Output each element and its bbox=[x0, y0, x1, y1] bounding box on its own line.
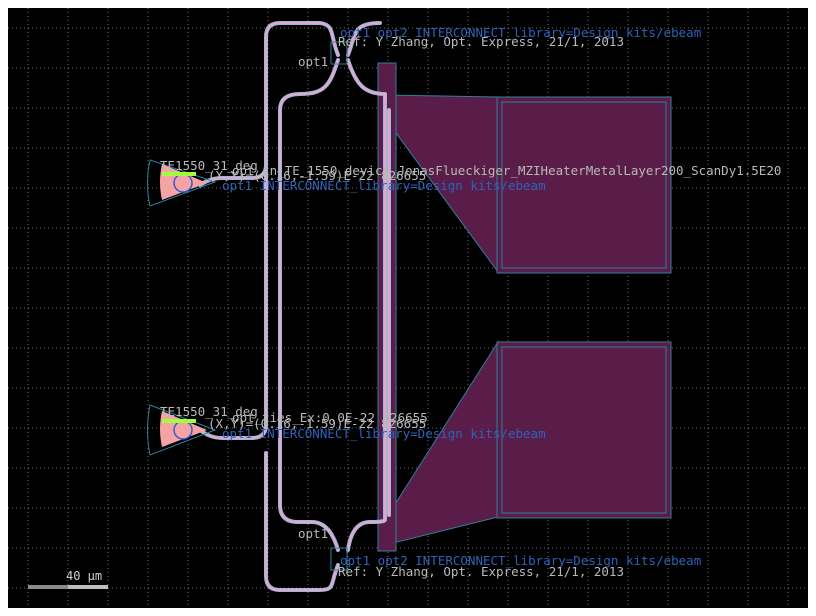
bottom-port-label: opt1 bbox=[298, 526, 328, 541]
gc-top-overlay: opt_in_TE_1550_device_JonasFlueckiger_MZ… bbox=[232, 163, 781, 178]
scale-bar-half bbox=[28, 585, 68, 589]
grating-coupler-marker bbox=[162, 419, 196, 423]
y-branch-cells bbox=[330, 41, 348, 571]
gc-bottom-lib: opt1 INTERCONNECT_library=Design kits/eb… bbox=[222, 426, 546, 441]
metal-pad-bottom[interactable] bbox=[496, 341, 672, 519]
gc-bottom-overlay: opt_ties_Ex:0.0E-22 826655 bbox=[232, 410, 428, 425]
top-ref-label: Ref: Y Zhang, Opt. Express, 21/1, 2013 bbox=[338, 34, 624, 49]
metal-pad-top-inner bbox=[501, 101, 667, 269]
waveguide-heater-arm[interactable] bbox=[347, 104, 386, 551]
y-branch-top-box[interactable] bbox=[330, 41, 348, 65]
bottom-ref-label: Ref: Y Zhang, Opt. Express, 21/1, 2013 bbox=[338, 564, 624, 579]
heater-metal bbox=[377, 62, 672, 552]
grating-coupler-marker bbox=[162, 172, 196, 176]
grating-coupler-bottom[interactable] bbox=[147, 404, 217, 456]
gc-bottom-name: TE1550_31_deg bbox=[160, 404, 258, 419]
top-lib-label: opt1 opt2 INTERCONNECT_library=Design ki… bbox=[340, 25, 701, 40]
metal-pad-bottom-inner bbox=[501, 346, 667, 514]
waveguide-gc-top[interactable] bbox=[199, 164, 267, 186]
cell-labels: opt1 opt2 INTERCONNECT_library=Design ki… bbox=[160, 25, 781, 579]
gc-top-coords: (X,Y)=(0.16,-1.59)E-22 826655 bbox=[208, 168, 426, 183]
waveguide-outer-loop-bottom[interactable] bbox=[265, 452, 339, 591]
waveguide-outer-loop[interactable] bbox=[199, 22, 339, 439]
metal-pad-top[interactable] bbox=[496, 96, 672, 274]
gc-bottom-coords: (X,Y)=(0.16,-1.59)E-22 826655 bbox=[208, 416, 426, 431]
grating-coupler-outline bbox=[147, 404, 217, 456]
waveguides bbox=[198, 21, 391, 592]
waveguide-top-branch-out[interactable] bbox=[347, 22, 381, 56]
top-port-label: opt1 bbox=[298, 54, 328, 69]
gc-top-lib: opt1 INTERCONNECT_library=Design kits/eb… bbox=[222, 178, 546, 193]
grating-coupler-top[interactable] bbox=[147, 159, 217, 207]
waveguide-heater-arm-top[interactable] bbox=[347, 59, 386, 106]
grating-coupler-outline bbox=[147, 159, 217, 207]
scale-bar-label: 40 µm bbox=[66, 569, 102, 583]
bottom-lib-label: opt1 opt2 INTERCONNECT_library=Design ki… bbox=[340, 553, 701, 568]
waveguide-inner-arm[interactable] bbox=[279, 59, 339, 551]
scale-bar: 40 µm bbox=[28, 569, 108, 589]
y-branch-bottom-box[interactable] bbox=[330, 547, 348, 571]
gc-top-name: TE1550_31_deg bbox=[160, 158, 258, 173]
